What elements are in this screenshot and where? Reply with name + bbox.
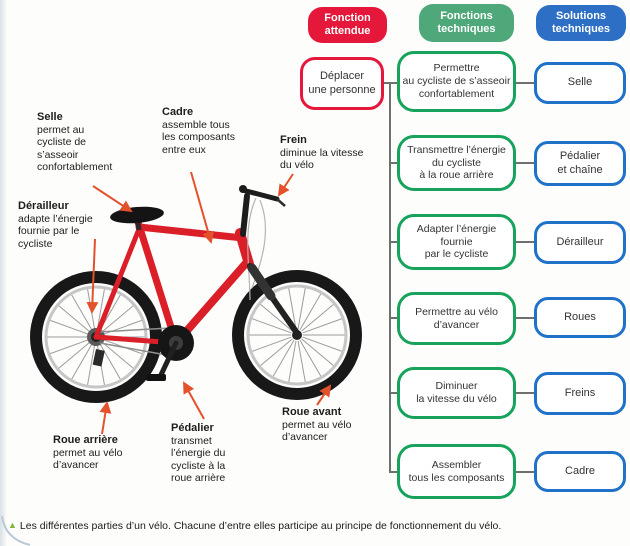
brake-lever xyxy=(276,198,286,207)
connector-fn-sol-3 xyxy=(514,241,534,243)
legend-expected-function: Fonction attendue xyxy=(308,7,387,43)
arrow-cadre xyxy=(190,171,215,244)
box-solution-6: Cadre xyxy=(534,451,626,492)
connector-fn-sol-6 xyxy=(514,471,534,473)
stem xyxy=(240,193,250,237)
label-cadre-desc: assemble tous les composants entre eux xyxy=(162,118,235,156)
front-wheel xyxy=(232,270,362,400)
label-derailleur-desc: adapte l’énergie fournie par le cycliste xyxy=(18,212,93,250)
label-pedalier-desc: transmet l’énergie du cycliste à la roue… xyxy=(171,434,226,485)
box-function-4: Permettre au vélo d’avancer xyxy=(397,292,516,345)
connector-fn-sol-4 xyxy=(514,317,534,319)
connector-fn-sol-1 xyxy=(514,82,534,84)
connector-fn-sol-2 xyxy=(514,162,534,164)
label-derailleur-title: Dérailleur xyxy=(18,200,69,212)
legend-technical-solutions: Solutions techniques xyxy=(536,5,626,41)
fork-and-handlebar xyxy=(239,185,300,336)
arrow-frein xyxy=(277,173,294,197)
figure-caption: ▲Les différentes parties d’un vélo. Chac… xyxy=(8,520,624,532)
arrow-selle xyxy=(92,185,133,213)
caption-text: Les différentes parties d’un vélo. Chacu… xyxy=(19,520,502,532)
box-expected-function: Déplacer une personne xyxy=(300,57,384,110)
derailleur-part xyxy=(92,349,105,367)
label-selle: Selle permet au cycliste de s’asseoir co… xyxy=(37,111,112,174)
box-solution-1: Selle xyxy=(534,62,626,104)
box-solution-3: Dérailleur xyxy=(534,221,626,264)
box-function-5: Diminuer la vitesse du vélo xyxy=(397,367,516,419)
label-roue-avant-desc: permet au vélo d’avancer xyxy=(282,418,352,444)
label-roue-arriere: Roue arrière permet au vélo d’avancer xyxy=(53,434,122,472)
connector-stub-2 xyxy=(389,162,397,164)
box-function-2: Transmettre l’énergie du cycliste à la r… xyxy=(397,135,516,191)
page-corner-decoration xyxy=(1,515,31,546)
label-selle-desc: permet au cycliste de s’asseoir conforta… xyxy=(37,123,113,174)
label-roue-avant: Roue avant permet au vélo d’avancer xyxy=(282,406,351,444)
label-pedalier: Pédalier transmet l’énergie du cycliste … xyxy=(171,422,225,485)
box-solution-5: Freins xyxy=(534,372,626,415)
label-roue-arriere-desc: permet au vélo d’avancer xyxy=(53,446,123,472)
pedal xyxy=(146,374,166,381)
caption-triangle-icon: ▲ xyxy=(8,520,17,530)
chain xyxy=(97,327,173,357)
arrow-roue-arriere xyxy=(99,401,112,435)
handlebar xyxy=(239,187,280,202)
annotation-arrows xyxy=(86,171,332,435)
label-cadre-title: Cadre xyxy=(162,106,194,118)
box-solution-4: Roues xyxy=(534,297,626,338)
connector-stub-4 xyxy=(389,317,397,319)
label-frein: Frein diminue la vitesse du vélo xyxy=(280,134,363,172)
bike-frame xyxy=(93,218,254,347)
arrow-pedalier xyxy=(183,381,205,420)
connector-stub-6 xyxy=(389,471,397,473)
label-cadre: Cadre assemble tous les composants entre… xyxy=(162,106,235,156)
page-edge-decoration xyxy=(0,0,7,546)
connector-stub-3 xyxy=(389,241,397,243)
crankset xyxy=(146,325,194,381)
connector-fn-sol-5 xyxy=(514,392,534,394)
connector-stub-5 xyxy=(389,392,397,394)
legend-technical-functions: Fonctions techniques xyxy=(419,4,514,42)
box-function-1: Permettre au cycliste de s’asseoir confo… xyxy=(397,51,516,112)
label-pedalier-title: Pédalier xyxy=(171,422,214,434)
label-roue-arriere-title: Roue arrière xyxy=(53,434,118,446)
box-function-6: Assembler tous les composants xyxy=(397,444,516,499)
arrow-derailleur xyxy=(86,238,99,314)
label-selle-title: Selle xyxy=(37,111,63,123)
label-frein-desc: diminue la vitesse du vélo xyxy=(280,146,364,172)
label-frein-title: Frein xyxy=(280,134,307,146)
label-derailleur: Dérailleur adapte l’énergie fournie par … xyxy=(18,200,93,250)
label-roue-avant-title: Roue avant xyxy=(282,406,342,418)
arrow-roue-avant xyxy=(316,384,332,406)
box-solution-2: Pédalier et chaîne xyxy=(534,141,626,186)
connector-trunk xyxy=(389,83,391,472)
box-function-3: Adapter l’énergie fournie par le cyclist… xyxy=(397,214,516,270)
